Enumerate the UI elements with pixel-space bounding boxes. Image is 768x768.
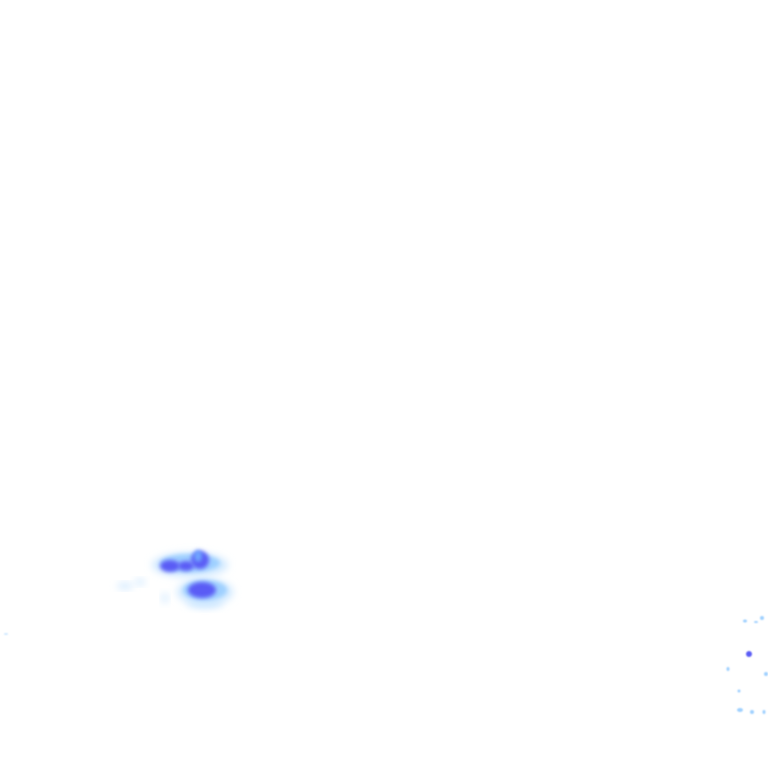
precip-speckle bbox=[4, 633, 8, 635]
precip-speckle bbox=[762, 710, 766, 714]
precip-area-heavy bbox=[178, 561, 194, 571]
precip-area-light bbox=[135, 579, 145, 585]
precip-speckle bbox=[737, 708, 743, 712]
precip-speckles-east bbox=[4, 616, 768, 714]
precip-speckle bbox=[750, 710, 754, 714]
precip-speckle bbox=[737, 689, 741, 693]
precip-area-light bbox=[162, 593, 168, 603]
precip-area-light bbox=[117, 583, 133, 589]
precip-speckle bbox=[743, 619, 747, 623]
precip-speckle bbox=[726, 667, 730, 671]
precip-area-heavy bbox=[188, 582, 216, 598]
precip-cell-west bbox=[117, 550, 233, 608]
precip-speckle bbox=[754, 621, 758, 623]
precip-area-light bbox=[187, 598, 223, 608]
precip-area-heavy bbox=[160, 560, 180, 572]
precip-area-heavy bbox=[194, 550, 202, 562]
precip-speckle bbox=[746, 651, 752, 657]
precip-speckle bbox=[760, 616, 764, 620]
precip-speckle bbox=[764, 672, 768, 676]
